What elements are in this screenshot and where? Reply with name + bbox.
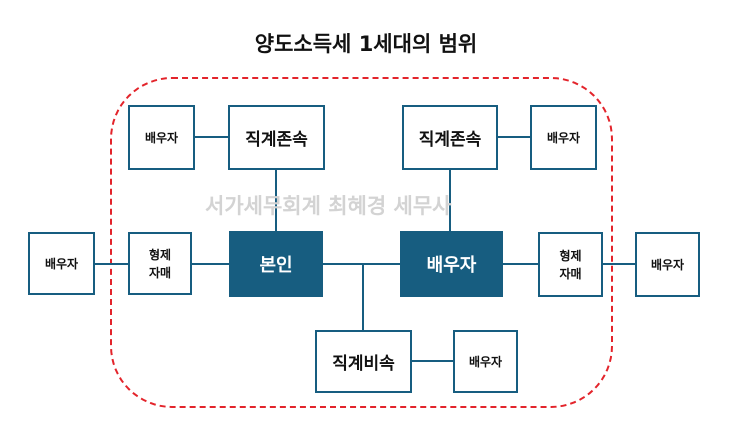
node-self: 본인 <box>229 231 323 297</box>
node-ascendant-right: 직계존속 <box>402 105 498 170</box>
watermark: 서가세무회계 최혜경 세무사 <box>205 194 452 218</box>
node-spouse-bottom: 배우자 <box>453 330 518 393</box>
node-siblings-left: 형제 자매 <box>128 232 192 295</box>
node-descendant: 직계비속 <box>315 330 412 393</box>
diagram-title: 양도소득세 1세대의 범위 <box>254 32 478 56</box>
node-spouse-far-right: 배우자 <box>635 232 700 297</box>
node-spouse-top-right: 배우자 <box>530 105 597 170</box>
node-spouse-far-left: 배우자 <box>28 232 95 295</box>
node-ascendant-left: 직계존속 <box>228 105 325 170</box>
node-siblings-right: 형제 자매 <box>538 232 603 297</box>
household-boundary <box>110 77 613 408</box>
node-spouse-top-left: 배우자 <box>128 105 195 170</box>
node-spouse: 배우자 <box>400 231 503 297</box>
